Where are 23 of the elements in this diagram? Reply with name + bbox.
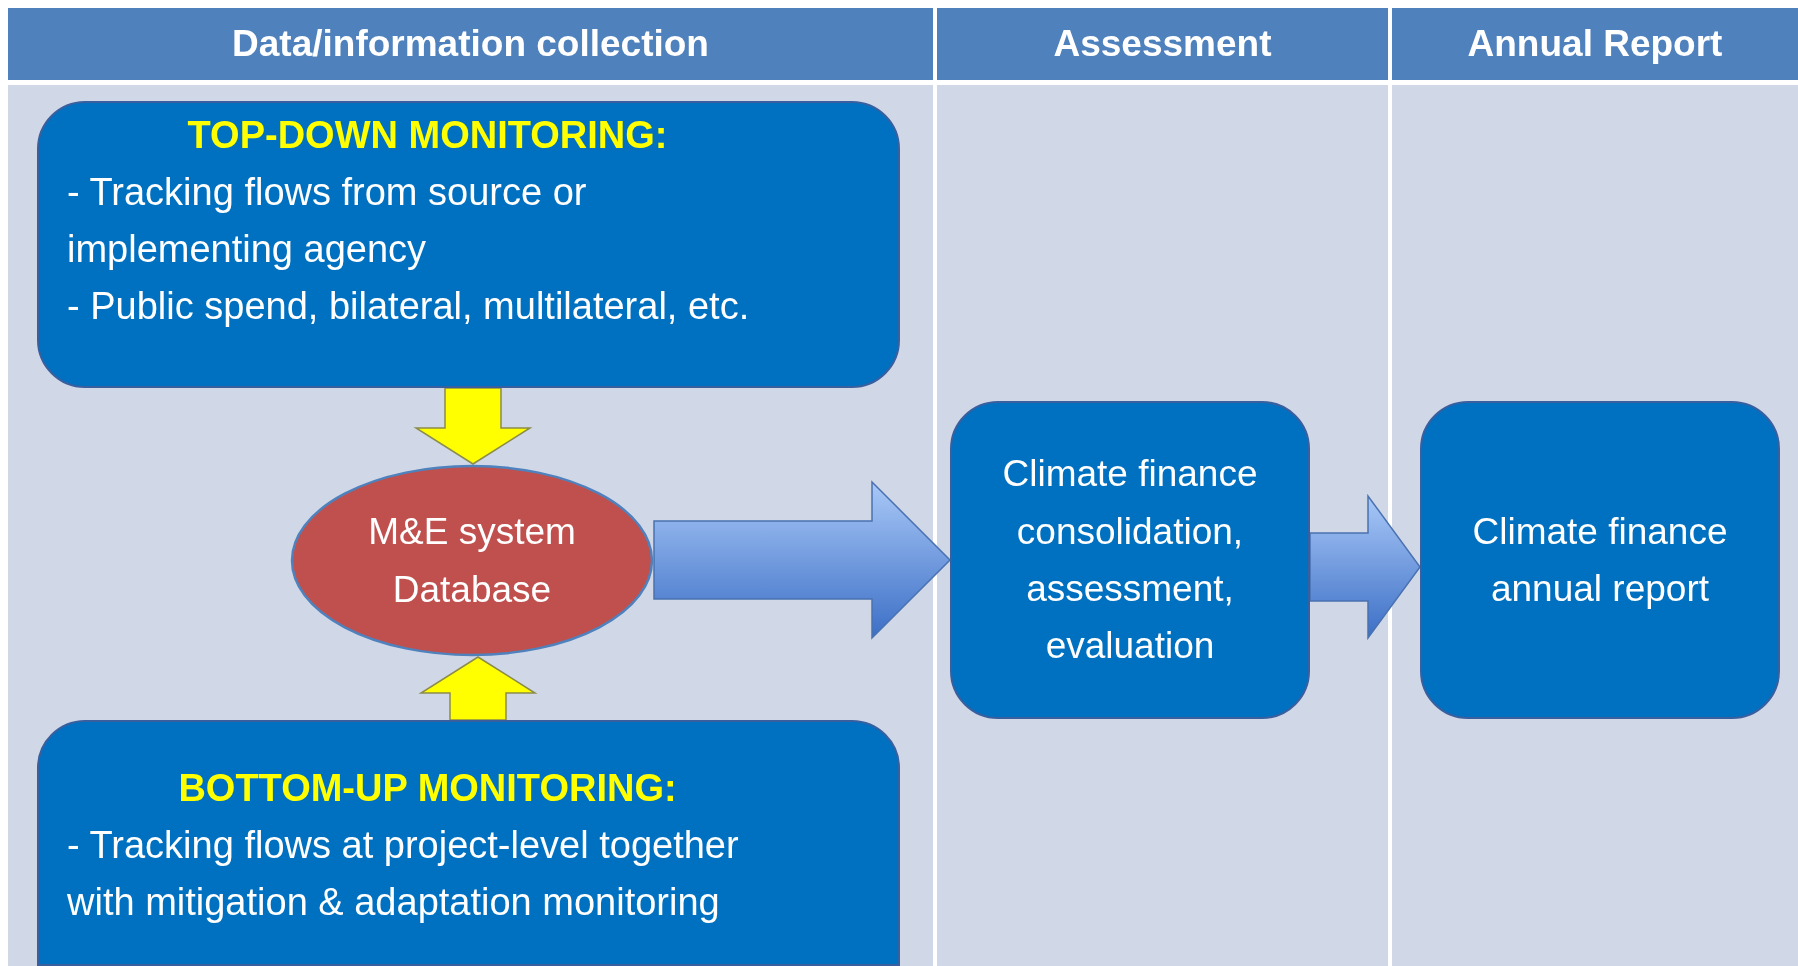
node-label: M&E system Database (367, 510, 577, 612)
box-heading: TOP-DOWN MONITORING: (186, 113, 669, 158)
block-arrow (413, 387, 533, 465)
bullet-text: - Tracking flows at project-level together with mitigation & adaptation monitoring (67, 823, 740, 925)
column-header (1392, 8, 1798, 80)
column-header (937, 8, 1388, 80)
column-header (8, 8, 933, 80)
column-title: Assessment (1053, 23, 1272, 65)
monitoring-box (37, 101, 900, 388)
process-box (950, 401, 1310, 719)
bullet-text: - Tracking flows from source or implementing agency (67, 170, 588, 272)
database-ellipse (290, 464, 654, 657)
node-label: Climate finance consolidation, assessment, evaluation (1001, 452, 1259, 669)
bullet-text: - Public spend, bilateral, multilateral, etc. (67, 284, 751, 329)
monitoring-box (37, 720, 900, 966)
process-box (1420, 401, 1780, 719)
block-arrow (1309, 493, 1421, 641)
node-label: Climate finance annual report (1471, 509, 1729, 611)
block-arrow (418, 656, 538, 721)
block-arrow (653, 480, 952, 640)
box-heading: BOTTOM-UP MONITORING: (177, 766, 678, 811)
column-title: Annual Report (1467, 23, 1723, 65)
column-title: Data/information collection (232, 23, 709, 65)
